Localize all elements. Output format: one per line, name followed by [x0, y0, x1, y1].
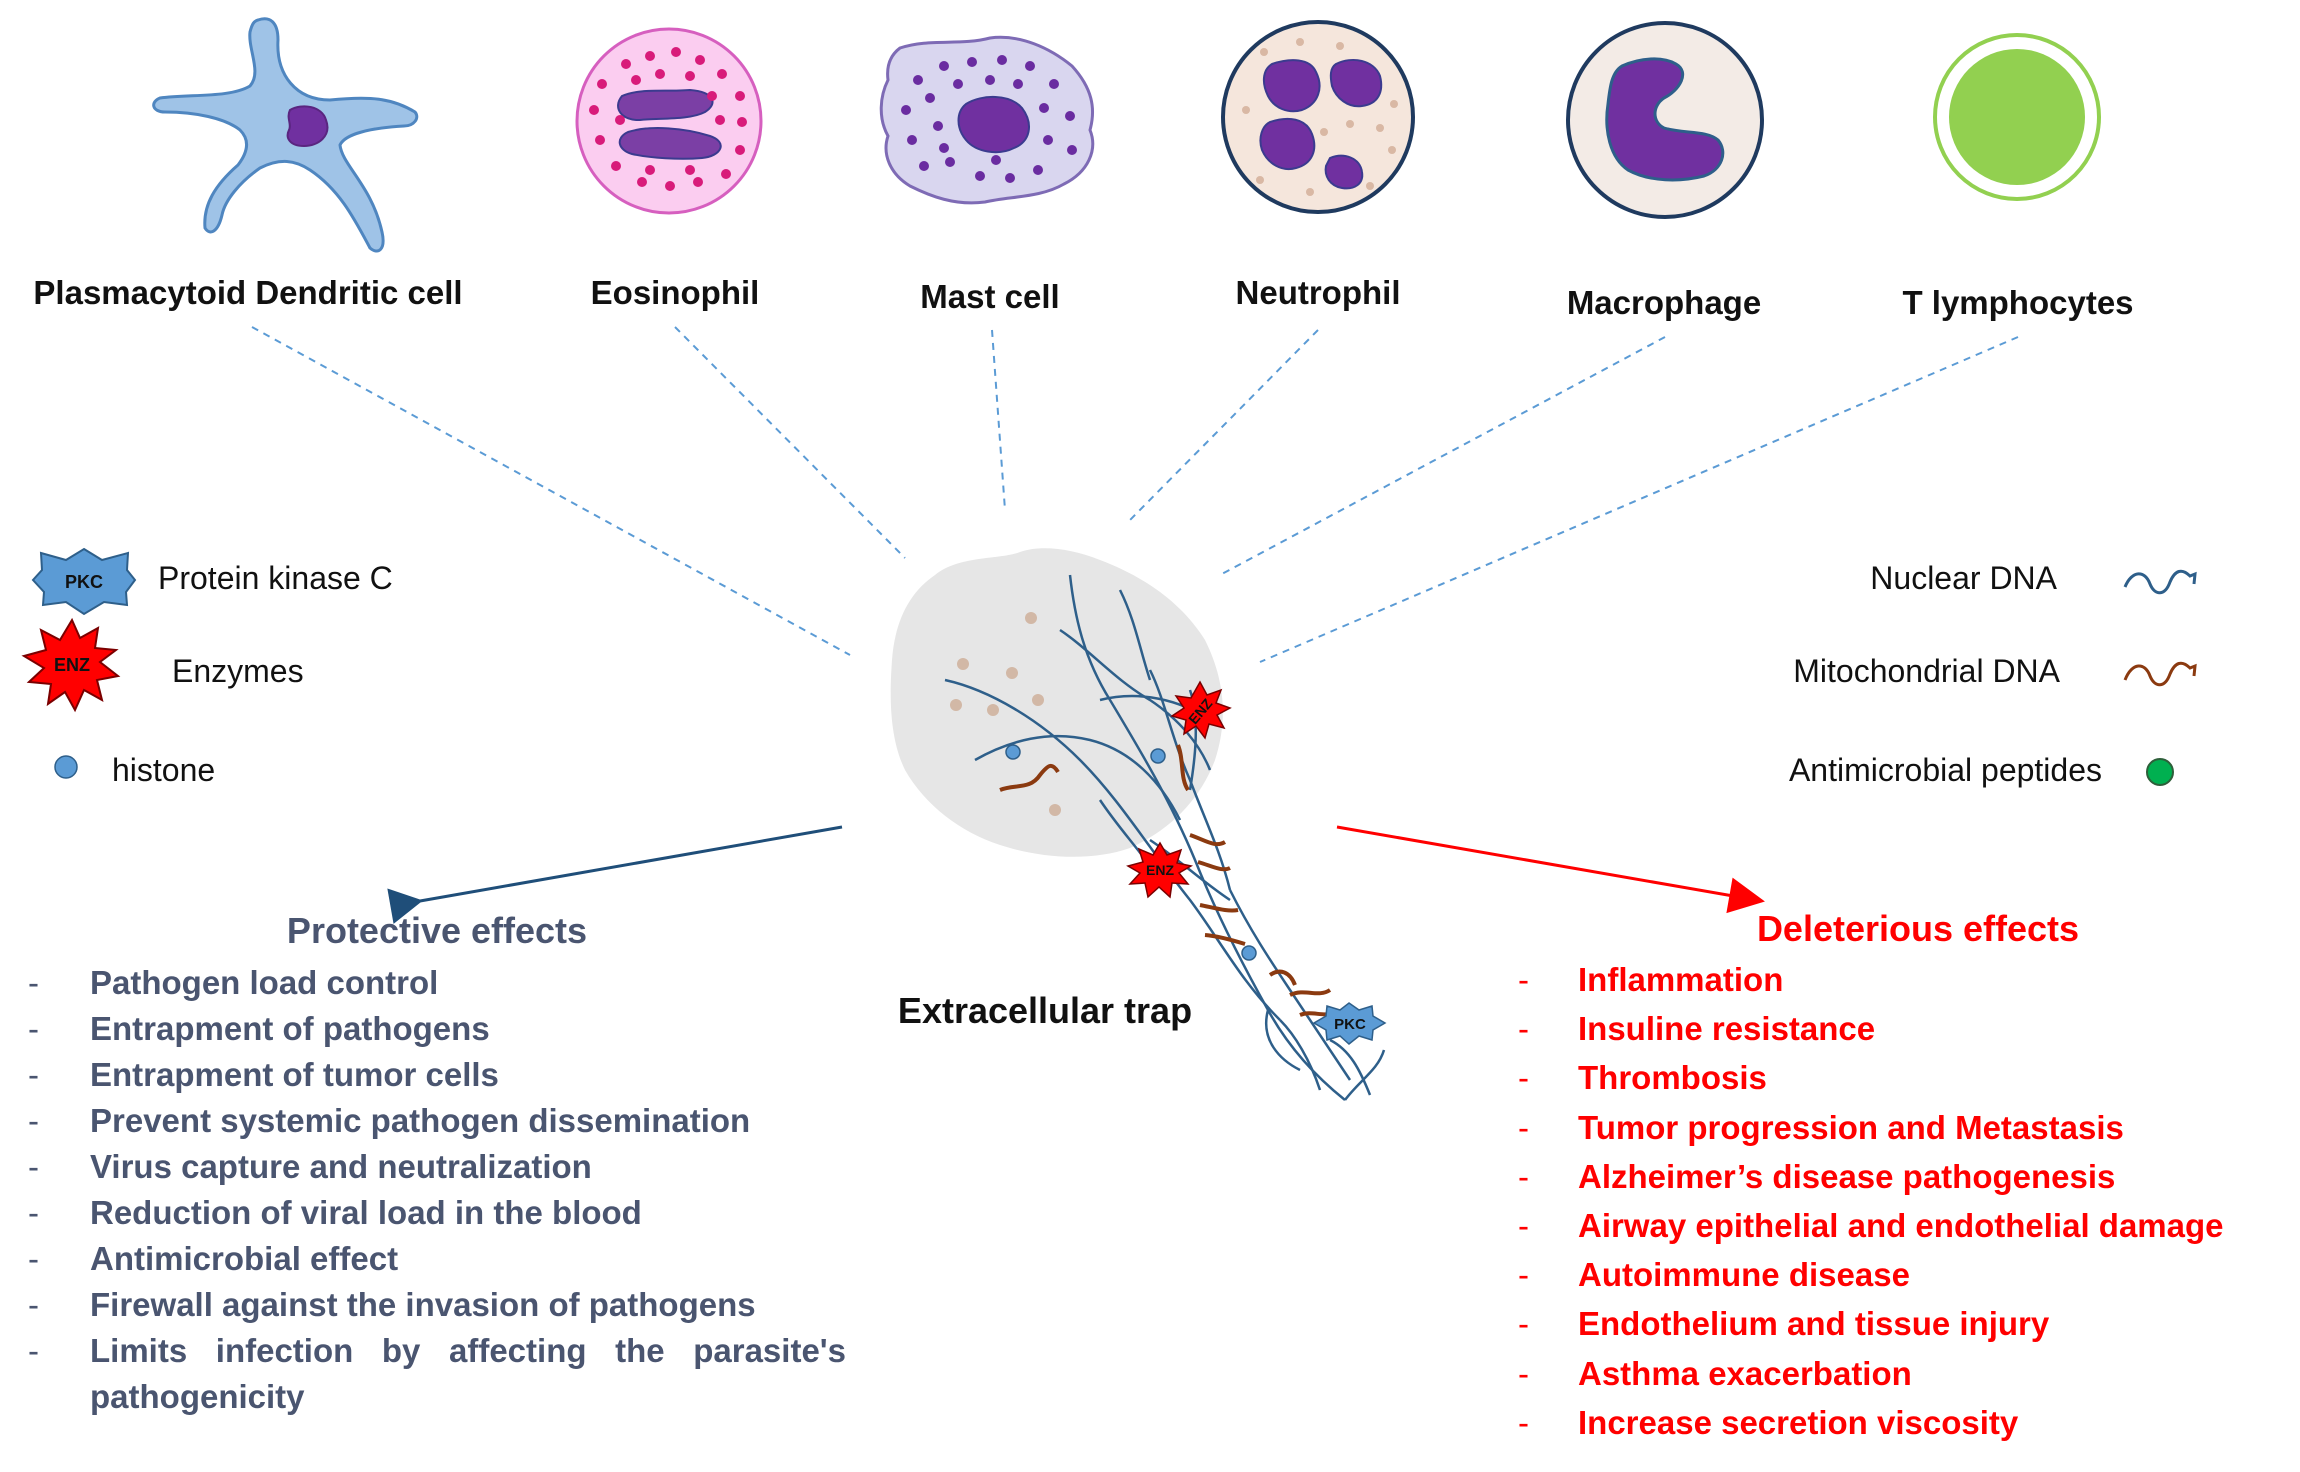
connector-eosinophil [674, 326, 906, 559]
legend-histone: histone [112, 752, 216, 788]
trap-enz-middle-text: ENZ [1146, 862, 1174, 878]
legend-enzymes: Enzymes [172, 653, 304, 689]
neutrophil-icon [1221, 20, 1415, 214]
deleterious-item-text: Airway epithelial and endothelial damage [1578, 1207, 2224, 1245]
list-item: -Alzheimer’s disease pathogenesis [1518, 1157, 2116, 1195]
protective-item-text: Entrapment of tumor cells [90, 1056, 499, 1093]
legend-protein-kinase-c: Protein kinase C [158, 560, 393, 596]
macrophage-icon [1566, 21, 1764, 219]
list-item: -Thrombosis [1518, 1059, 1767, 1097]
deleterious-item-text: Inflammation [1578, 961, 1784, 998]
deleterious-item-text: Insuline resistance [1578, 1010, 1876, 1048]
protective-arrow [387, 825, 843, 924]
deleterious-item-text: Endothelium and tissue injury [1578, 1305, 2050, 1343]
enz-badge-text: ENZ [54, 655, 90, 675]
list-item: -Limits infection by affecting the paras… [28, 1332, 846, 1415]
plasmacytoid-dendritic-cell-icon [152, 17, 419, 253]
deleterious-item-text: Asthma exacerbation [1578, 1354, 1912, 1392]
eosinophil-icon [575, 27, 763, 215]
connector-neutrophil [1129, 329, 1319, 521]
label-t-lymphocytes: T lymphocytes [1902, 284, 2134, 321]
deleterious-effects-list: -Inflammation -Insuline resistance -Thro… [1518, 955, 2298, 1447]
protective-item-text: Prevent systemic pathogen dissemination [90, 1102, 751, 1139]
extracellular-trap-label: Extracellular trap [897, 990, 1193, 1031]
legend-mitochondrial-dna: Mitochondrial DNA [1793, 653, 2060, 689]
deleterious-item-text: Alzheimer’s disease pathogenesis [1578, 1157, 2116, 1195]
histone-dot-icon [54, 755, 78, 779]
deleterious-item-text: Thrombosis [1578, 1059, 1767, 1097]
pkc-star-icon: PKC [31, 547, 137, 616]
t-lymphocyte-icon [1933, 33, 2101, 201]
list-item: -Autoimmune disease [1518, 1256, 1910, 1294]
list-item: -Entrapment of pathogens [28, 1010, 490, 1047]
label-macrophage: Macrophage [1566, 284, 1762, 321]
trap-enz-top: ENZ [1170, 680, 1232, 740]
list-item: -Prevent systemic pathogen dissemination [28, 1102, 751, 1139]
protective-item-text: Entrapment of pathogens [90, 1010, 490, 1047]
trap-pkc-text: PKC [1334, 1016, 1366, 1033]
list-item: -Asthma exacerbation [1518, 1354, 1912, 1392]
enz-burst-icon: ENZ [21, 617, 121, 713]
connector-macrophage [1219, 336, 1666, 576]
deleterious-item-text: Tumor progression and Metastasis [1578, 1108, 2124, 1146]
protective-item-text: Limits infection by affecting the parasi… [90, 1332, 846, 1415]
deleterious-arrow [1336, 825, 1765, 914]
protective-item-text: Reduction of viral load in the blood [90, 1194, 642, 1231]
list-item: -Entrapment of tumor cells [28, 1056, 499, 1093]
mitochondrial-dna-icon [2123, 661, 2197, 687]
list-item: -Pathogen load control [28, 964, 439, 1001]
deleterious-effects-title: Deleterious effects [1756, 908, 2080, 949]
connector-mast [991, 329, 1006, 511]
label-mast-cell: Mast cell [920, 278, 1060, 315]
deleterious-item-text: Autoimmune disease [1578, 1256, 1910, 1294]
list-item: -Tumor progression and Metastasis [1518, 1108, 2124, 1146]
protective-item-text: Antimicrobial effect [90, 1240, 399, 1277]
list-item: -Insuline resistance [1518, 1010, 1876, 1048]
nuclear-dna-icon [2123, 569, 2197, 595]
label-neutrophil: Neutrophil [1235, 274, 1401, 311]
list-item: -Increase secretion viscosity [1518, 1403, 2019, 1441]
legend-antimicrobial-peptides: Antimicrobial peptides [1788, 752, 2102, 788]
trap-pkc: PKC [1312, 1002, 1387, 1045]
deleterious-item-text: Increase secretion viscosity [1578, 1403, 2019, 1441]
protective-effects-list: -Pathogen load control -Entrapment of pa… [28, 960, 846, 1420]
list-item: -Reduction of viral load in the blood [28, 1194, 642, 1231]
list-item: -Antimicrobial effect [28, 1240, 399, 1277]
mast-cell-icon [879, 35, 1095, 205]
protective-item-text: Firewall against the invasion of pathoge… [90, 1286, 756, 1323]
legend-nuclear-dna: Nuclear DNA [1870, 560, 2057, 596]
protective-item-text: Pathogen load control [90, 964, 439, 1001]
protective-effects-title: Protective effects [286, 910, 588, 951]
extracellular-trap-icon: ENZ ENZ PKC [890, 548, 1387, 1101]
list-item: -Inflammation [1518, 961, 1784, 998]
connector-tlymph [1259, 336, 2019, 663]
list-item: -Firewall against the invasion of pathog… [28, 1286, 756, 1323]
label-eosinophil: Eosinophil [590, 274, 760, 311]
antimicrobial-peptide-icon [2146, 758, 2174, 786]
connector-lines [251, 326, 2019, 663]
pkc-badge-text: PKC [65, 572, 103, 592]
list-item: -Virus capture and neutralization [28, 1148, 592, 1185]
list-item: -Airway epithelial and endothelial damag… [1518, 1207, 2224, 1245]
label-plasmacytoid-dendritic-cell: Plasmacytoid Dendritic cell [33, 274, 463, 311]
protective-item-text: Virus capture and neutralization [90, 1148, 592, 1185]
list-item: -Endothelium and tissue injury [1518, 1305, 2050, 1343]
connector-pdc [251, 326, 851, 656]
trap-enz-middle: ENZ [1126, 841, 1194, 899]
